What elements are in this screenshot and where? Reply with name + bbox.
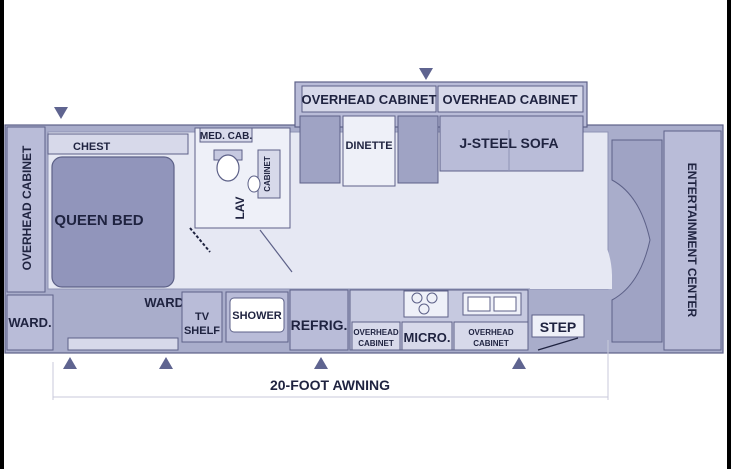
stove-burner-icon — [426, 292, 438, 304]
left-frame-edge — [0, 0, 4, 469]
bath-door-icon — [189, 227, 211, 253]
overhead-cabinet-lower-1 — [351, 321, 401, 351]
dinette-label: DINETTE — [345, 140, 392, 152]
chest-label: CHEST — [73, 141, 111, 153]
overhead-cabinet-lower-1-label-line1: OVERHEAD — [353, 328, 399, 337]
overhead-cabinet-lower-2-label-line1: OVERHEAD — [468, 328, 514, 337]
ward-mid-label: WARD. — [144, 295, 187, 310]
entertainment-center-label: ENTERTAINMENT CENTER — [685, 163, 699, 318]
triangle-down-marker-icon — [54, 107, 68, 119]
overhead-cabinet-top-left — [301, 85, 437, 113]
dinette-table — [342, 115, 396, 187]
overhead-cabinet-left-label: OVERHEAD CABINET — [20, 145, 34, 270]
tv-shelf-label-line1: TV — [195, 311, 210, 323]
toilet-icon — [216, 154, 240, 182]
triangle-down-marker-icon — [419, 68, 433, 80]
j-steel-sofa — [439, 115, 584, 172]
chest — [47, 133, 189, 155]
tv-shelf-label-line2: SHELF — [184, 325, 220, 337]
microwave-label: MICRO. — [404, 330, 451, 345]
sink-basin-icon — [493, 296, 517, 312]
floor-curve — [530, 205, 612, 289]
queen-bed-label: QUEEN BED — [54, 212, 143, 229]
med-cab — [199, 127, 253, 143]
overhead-cabinet-left — [6, 126, 46, 293]
sink-icon — [247, 175, 261, 193]
shower-label: SHOWER — [232, 310, 282, 322]
dinette-bench-left — [299, 115, 341, 184]
tv-shelf — [181, 291, 223, 343]
entry-door-swing — [537, 337, 579, 351]
overhead-cabinet-top-right-label: OVERHEAD CABINET — [442, 92, 577, 107]
rear-bottom-cabinet — [67, 337, 179, 351]
refrigerator — [289, 289, 349, 351]
step-label: STEP — [540, 319, 577, 335]
microwave — [401, 321, 453, 351]
dinette-bench-right — [397, 115, 439, 184]
overhead-cabinet-lower-1-label-line2: CABINET — [358, 339, 394, 348]
stove-burner-icon — [418, 303, 430, 315]
queen-bed — [51, 156, 175, 288]
ward-left — [6, 294, 54, 351]
right-frame-edge — [727, 0, 731, 469]
triangle-up-marker-icon — [512, 357, 526, 369]
overhead-cabinet-top-left-label: OVERHEAD CABINET — [301, 92, 436, 107]
entry-step — [531, 314, 585, 338]
front-cab-seat — [611, 139, 663, 343]
med-cab-label: MED. CAB. — [200, 131, 252, 142]
bathroom-cabinet — [257, 149, 281, 199]
overhead-cabinet-top-right — [437, 85, 584, 113]
entertainment-center — [663, 130, 722, 351]
ward-left-label: WARD. — [8, 315, 51, 330]
triangle-up-marker-icon — [159, 357, 173, 369]
j-steel-sofa-label: J-STEEL SOFA — [459, 135, 558, 151]
lav-label: LAV — [233, 196, 247, 219]
awning-label: 20-FOOT AWNING — [270, 377, 390, 393]
refrigerator-label: REFRIG. — [291, 317, 348, 333]
stove-burner-icon — [411, 292, 423, 304]
triangle-up-marker-icon — [314, 357, 328, 369]
overhead-cabinet-lower-2 — [453, 321, 529, 351]
overhead-cabinet-lower-2-label-line2: CABINET — [473, 339, 509, 348]
shower-pan — [229, 297, 285, 333]
cabinet-label: CABINET — [263, 156, 272, 192]
bath-wall-diagonal — [259, 229, 293, 273]
sink-basin-icon — [467, 296, 491, 312]
triangle-up-marker-icon — [63, 357, 77, 369]
